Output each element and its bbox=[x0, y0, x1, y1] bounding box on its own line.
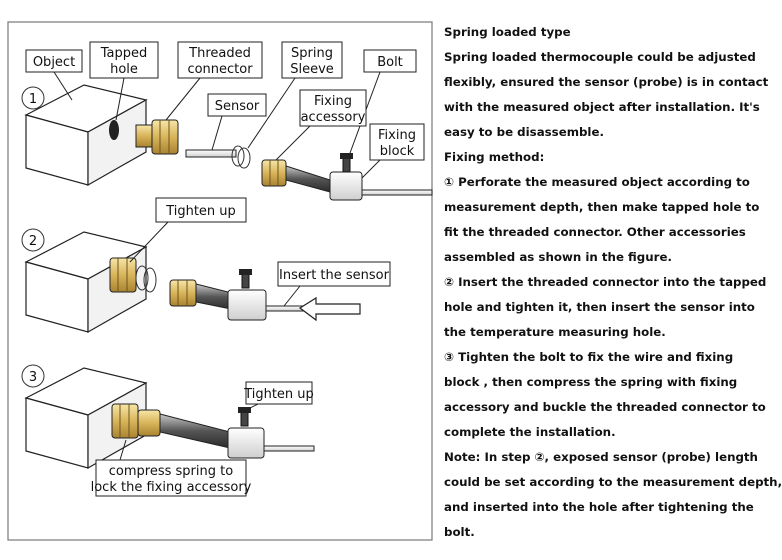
step-1-marker bbox=[21, 86, 45, 110]
note-line: fit the threaded connector. Other access… bbox=[444, 225, 746, 239]
label-spring-sleeve: Spring Sleeve bbox=[247, 41, 343, 149]
note-line: block , then compress the spring with fi… bbox=[444, 375, 738, 389]
svg-text:block: block bbox=[380, 144, 415, 159]
svg-text:Spring: Spring bbox=[291, 46, 333, 61]
installation-diagram: 1 Object Tapped hole bbox=[7, 21, 433, 541]
note-line: the temperature measuring hole. bbox=[444, 325, 666, 339]
step-3-illustration: 3 bbox=[21, 364, 315, 470]
svg-text:hole: hole bbox=[110, 62, 138, 77]
svg-text:Tapped: Tapped bbox=[100, 46, 148, 61]
svg-text:compress spring to: compress spring to bbox=[109, 464, 233, 479]
note-line: ③ Tighten the bolt to fix the wire and f… bbox=[444, 350, 734, 364]
note-line: flexibly, ensured the sensor (probe) is … bbox=[444, 75, 769, 89]
step-2-illustration: 2 bbox=[21, 228, 361, 334]
diagram-frame bbox=[7, 21, 433, 541]
note-line: ② Insert the threaded connector into the… bbox=[444, 275, 767, 289]
note-line: Note: In step ②, exposed sensor (probe) … bbox=[444, 450, 758, 464]
note-line: and inserted into the hole after tighten… bbox=[444, 500, 754, 514]
label-fixing-accessory: Fixing accessory bbox=[275, 89, 367, 161]
label-bolt: Bolt bbox=[349, 49, 417, 154]
step-3-marker bbox=[21, 364, 45, 388]
svg-text:accessory: accessory bbox=[301, 110, 366, 125]
tapped-hole-mark bbox=[109, 120, 119, 140]
note-line: bolt. bbox=[444, 525, 475, 539]
label-sensor: Sensor bbox=[207, 93, 267, 151]
threaded-connector-part bbox=[135, 119, 179, 155]
svg-text:connector: connector bbox=[187, 62, 253, 77]
note-line: easy to be disassemble. bbox=[444, 125, 604, 139]
note-line: ① Perforate the measured object accordin… bbox=[444, 175, 750, 189]
svg-text:Bolt: Bolt bbox=[377, 55, 403, 70]
label-threaded-connector: Threaded connector bbox=[165, 41, 263, 121]
step-2-marker bbox=[21, 228, 45, 252]
label-fixing-block: Fixing block bbox=[361, 123, 425, 179]
note-line: measurement depth, then make tapped hole… bbox=[444, 200, 760, 214]
svg-text:Object: Object bbox=[33, 55, 75, 70]
insert-arrow-icon bbox=[298, 296, 361, 322]
label-tighten-up-2: Tighten up bbox=[243, 381, 314, 411]
svg-text:Tighten up: Tighten up bbox=[165, 204, 236, 219]
svg-text:Fixing: Fixing bbox=[314, 94, 352, 109]
label-compress-spring: compress spring to lock the fixing acces… bbox=[91, 439, 252, 497]
note-line: complete the installation. bbox=[444, 425, 616, 439]
svg-text:Insert the sensor: Insert the sensor bbox=[279, 268, 390, 283]
svg-text:Tighten up: Tighten up bbox=[243, 387, 314, 402]
svg-text:Sleeve: Sleeve bbox=[290, 62, 334, 77]
step-1-illustration: 1 bbox=[21, 84, 433, 201]
svg-text:Fixing: Fixing bbox=[378, 128, 416, 143]
note-line: Spring loaded type bbox=[444, 25, 571, 39]
label-insert-the-sensor: Insert the sensor bbox=[277, 261, 391, 307]
step-3-number: 3 bbox=[29, 370, 37, 385]
svg-text:lock the fixing accessory: lock the fixing accessory bbox=[91, 480, 252, 495]
step-2-number: 2 bbox=[29, 234, 37, 249]
note-line: Spring loaded thermocouple could be adju… bbox=[444, 50, 756, 64]
label-tighten-up-1: Tighten up bbox=[129, 197, 247, 263]
label-object: Object bbox=[25, 49, 83, 101]
note-line: hole and tighten it, then insert the sen… bbox=[444, 300, 755, 314]
step-1-number: 1 bbox=[29, 92, 37, 107]
note-line: accessory and buckle the threaded connec… bbox=[444, 400, 766, 414]
note-line: with the measured object after installat… bbox=[444, 100, 760, 114]
label-tapped-hole: Tapped hole bbox=[89, 41, 159, 121]
note-line: could be set according to the measuremen… bbox=[444, 475, 782, 489]
svg-text:Threaded: Threaded bbox=[188, 46, 251, 61]
note-line: assembled as shown in the figure. bbox=[444, 250, 672, 264]
note-line: Fixing method: bbox=[444, 150, 545, 164]
svg-text:Sensor: Sensor bbox=[215, 99, 260, 114]
